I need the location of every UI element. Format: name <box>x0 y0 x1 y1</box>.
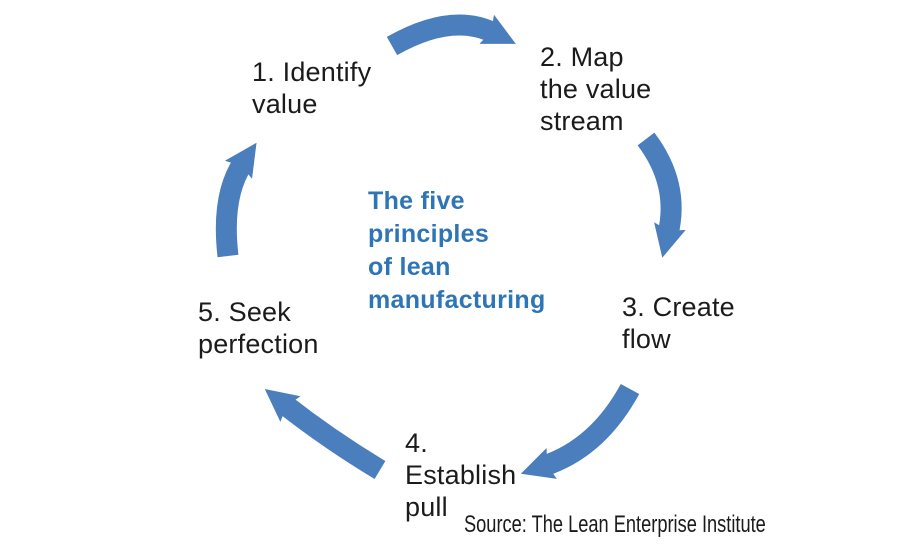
diagram-title-line-1: The five <box>368 187 465 215</box>
step-4-line-1: 4. <box>405 428 428 458</box>
step-1-line-2: value <box>252 89 318 119</box>
diagram-title-line-3: of lean <box>368 253 451 281</box>
step-2-line-1: 2. Map <box>540 42 624 72</box>
step-5-seek-perfection: 5. Seek perfection <box>198 296 319 360</box>
step-3-line-2: flow <box>622 324 671 354</box>
step-4-establish-pull: 4. Establish pull <box>405 427 516 523</box>
step-2-line-3: stream <box>540 106 624 136</box>
source-attribution: Source: The Lean Enterprise Institute <box>464 511 766 538</box>
step-1-identify-value: 1. Identify value <box>252 56 371 120</box>
step-4-line-2: Establish <box>405 460 517 490</box>
arrow-step4-to-step5-icon <box>264 388 386 480</box>
arrow-step1-to-step2-icon <box>386 14 516 56</box>
arrow-step2-to-step3-icon <box>637 132 686 258</box>
step-3-create-flow: 3. Create flow <box>622 291 735 355</box>
step-3-line-1: 3. Create <box>622 292 735 322</box>
step-2-map-value-stream: 2. Map the value stream <box>540 41 651 137</box>
diagram-title: The five principles of lean manufacturin… <box>368 185 546 317</box>
arrow-step5-to-step1-icon <box>215 142 257 258</box>
arrow-step3-to-step4-icon <box>520 383 640 479</box>
step-4-line-3: pull <box>405 492 448 522</box>
step-1-line-1: 1. Identify <box>252 57 372 87</box>
step-2-line-2: the value <box>540 74 652 104</box>
step-5-line-1: 5. Seek <box>198 297 291 327</box>
step-5-line-2: perfection <box>198 329 319 359</box>
diagram-title-line-4: manufacturing <box>368 286 546 314</box>
diagram-title-line-2: principles <box>368 220 490 248</box>
